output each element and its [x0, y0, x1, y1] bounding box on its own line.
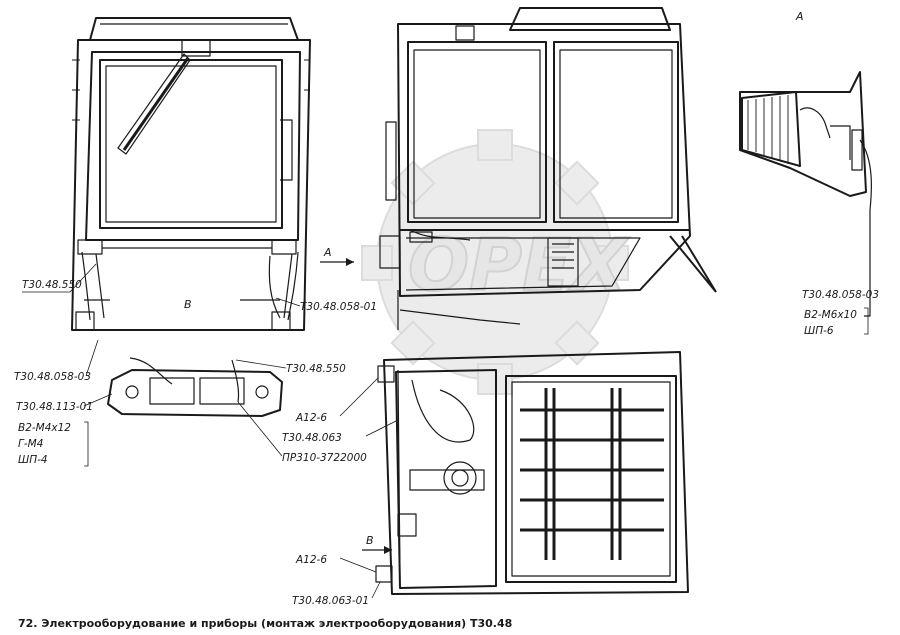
- view-a-lamp: [739, 71, 873, 317]
- label-t30-48-058-03-left: Т30.48.058-03: [14, 371, 91, 383]
- label-pr310: ПР310-3722000: [282, 452, 367, 464]
- view-label-b: B: [184, 298, 192, 311]
- cab-front-view: [71, 17, 311, 331]
- plan-view: [375, 351, 689, 595]
- label-a12-6-bottom: А12-6: [295, 554, 327, 566]
- fasteners-left: В2-М4х12 Г-М4 ШП-4: [18, 421, 89, 467]
- relay-block: [107, 357, 283, 417]
- label-t30-48-113-01: Т30.48.113-01: [16, 401, 93, 413]
- label-t30-48-058-01: Т30.48.058-01: [300, 301, 377, 313]
- fastener-right-1: В2-М6х10: [804, 309, 857, 321]
- fasteners-right: В2-М6х10 ШП-6: [804, 307, 869, 337]
- label-a12-6-top: А12-6: [295, 412, 327, 424]
- view-arrow-b-label: B: [366, 534, 374, 547]
- label-t30-48-550-left: Т30.48.550: [22, 279, 82, 291]
- labels: A B A B Т30.48.550 Т30.48.058-01 Т30.48.…: [14, 10, 879, 630]
- figure-caption: 72. Электрооборудование и приборы (монта…: [18, 617, 512, 630]
- fastener-left-3: ШП-4: [18, 454, 48, 466]
- view-arrow-b: B: [362, 534, 392, 554]
- cab-side-view: [379, 7, 717, 330]
- view-arrow-a-label: A: [323, 246, 332, 259]
- label-t30-48-063-01: Т30.48.063-01: [292, 595, 369, 607]
- view-arrow-a: A: [320, 246, 354, 266]
- fastener-left-2: Г-М4: [18, 438, 43, 450]
- label-t30-48-063: Т30.48.063: [282, 432, 342, 444]
- fastener-left-1: В2-М4х12: [18, 422, 71, 434]
- label-t30-48-550-mid: Т30.48.550: [286, 363, 346, 375]
- label-t30-48-058-03-right: Т30.48.058-03: [802, 289, 879, 301]
- view-label-a-top: A: [795, 10, 804, 23]
- fastener-right-2: ШП-6: [804, 325, 834, 337]
